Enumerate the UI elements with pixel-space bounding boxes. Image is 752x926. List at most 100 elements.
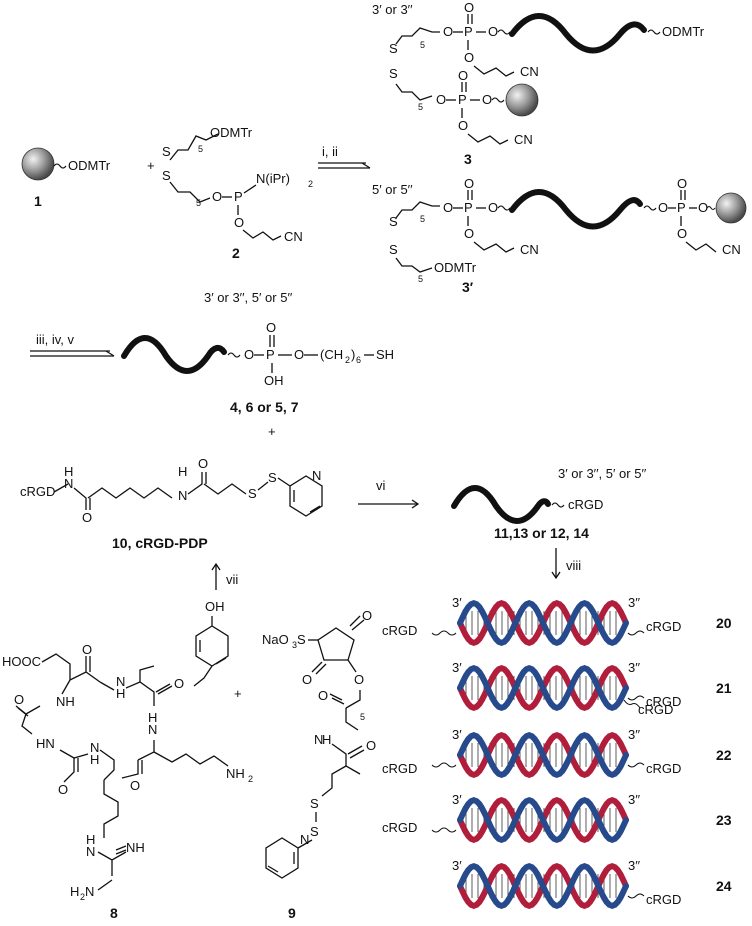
compound-10: cRGD H N O H N O S S N 10, cRGD-PDP <box>20 456 323 551</box>
compound-3-label: 3 <box>464 151 472 167</box>
duplex-3doubleprime-label: 3′′ <box>628 660 641 675</box>
reagents-step-4: vii <box>226 572 238 587</box>
oligo-strand <box>509 189 643 230</box>
chain-count: 5 <box>360 712 365 722</box>
hydroxyl-label: OH <box>205 599 225 614</box>
hydroxyl-label: OH <box>264 373 284 388</box>
methylene-label: (CH <box>320 347 343 362</box>
phosphorus-atom: P <box>677 200 686 215</box>
sulfur-atom: S <box>389 242 398 257</box>
sulfur-atom: S <box>268 470 277 485</box>
chain-count: 5 <box>196 198 201 208</box>
nitrogen-atom: N <box>86 844 95 859</box>
oxygen-atom: O <box>58 782 68 797</box>
reagents-step-5: viii <box>566 558 581 573</box>
sulfonate-label: NaO <box>262 632 289 647</box>
oxygen-atom: O <box>82 510 92 525</box>
nitrile-label: CN <box>520 64 539 79</box>
sulfur-atom: S <box>297 632 306 647</box>
duplex-3prime-label: 3′ <box>452 792 462 807</box>
crgd-label: cRGD <box>568 497 603 512</box>
odmtr-label: ODMTr <box>68 158 111 173</box>
compound-9: NaO 3 S O O O O 5 H N O S S N 9 <box>262 608 376 921</box>
duplex-strand-blue <box>457 665 629 711</box>
phosphorus-atom: P <box>266 347 275 362</box>
oxygen-atom: O <box>82 642 92 657</box>
nitrile-label: CN <box>520 242 539 257</box>
duplex-3prime-label: 3′ <box>452 727 462 742</box>
solid-support-bead <box>21 147 55 181</box>
nitrogen-atom: N <box>178 488 187 503</box>
oxygen-atom: O <box>464 226 474 241</box>
crgd-label: cRGD <box>646 892 681 907</box>
chain-count: 5 <box>420 40 425 50</box>
subscript: 2 <box>248 774 253 784</box>
solid-support-bead <box>505 83 539 117</box>
sulfur-atom: S <box>389 41 398 56</box>
oxygen-atom: O <box>458 68 468 83</box>
phosphorus-atom: P <box>458 92 467 107</box>
oxygen-atom: O <box>212 189 222 204</box>
compound-4-5-6-7-label: 4, 6 or 5, 7 <box>230 399 299 415</box>
oxygen-atom: O <box>198 456 208 471</box>
chain-count: 5 <box>418 274 423 284</box>
subscript: 6 <box>356 355 361 365</box>
linker <box>431 762 457 768</box>
plus-sign: + <box>147 158 155 173</box>
compound-3-prime-label: 3′ <box>462 279 474 295</box>
chain-count: 5 <box>420 214 425 224</box>
linker <box>627 630 645 636</box>
crgd-label: cRGD <box>382 761 417 776</box>
oxygen-atom: O <box>482 92 492 107</box>
duplex-21-label: 21 <box>716 680 732 696</box>
linker <box>431 630 457 636</box>
hydrogen-atom: H <box>148 710 157 725</box>
duplex-3doubleprime-label: 3′′ <box>628 792 641 807</box>
oxygen-atom: O <box>458 118 468 133</box>
nitrile-label: CN <box>284 229 303 244</box>
nitrogen-atom: N <box>148 722 157 737</box>
oxygen-atom: O <box>464 50 474 65</box>
crgd-label: cRGD <box>646 694 681 709</box>
duplex-22-label: 22 <box>716 747 732 763</box>
oxygen-atom: O <box>366 738 376 753</box>
linker <box>623 699 641 709</box>
svg-text:3: 3 <box>292 640 297 650</box>
sulfur-atom: S <box>310 796 319 811</box>
arrow-step-1: i, ii <box>318 144 371 169</box>
crgd-label: cRGD <box>382 820 417 835</box>
compound-4-5-6-7: 3′ or 3′′, 5′ or 5′′ O P O OH O (CH 2 ) … <box>121 290 394 415</box>
oxygen-atom: O <box>130 778 140 793</box>
imine-label: NH <box>126 840 145 855</box>
arrow-step-4: vii <box>211 562 238 590</box>
amine-label: NH <box>226 766 245 781</box>
compound-1: ODMTr 1 <box>21 147 111 209</box>
svg-text:): ) <box>351 347 355 362</box>
compound-2: S S ODMTr 5 5 O P N(iPr) 2 O CN 2 <box>162 125 313 261</box>
nitrogen-atom: N <box>312 468 321 483</box>
oxygen-atom: O <box>234 215 244 230</box>
duplex-3prime-label: 3′ <box>452 858 462 873</box>
phosphorus-atom: P <box>464 24 473 39</box>
duplex-3prime-label: 3′ <box>452 660 462 675</box>
oxygen-atom: O <box>318 688 328 703</box>
diisopropylamino-label: N(iPr) <box>256 171 290 186</box>
nitrogen-atom: N <box>90 740 99 755</box>
amine-label: HN <box>36 736 55 751</box>
duplex-24-label: 24 <box>716 878 732 894</box>
oxygen-atom: O <box>464 176 474 191</box>
position-label: 3′ or 3′′, 5′ or 5′′ <box>558 466 647 481</box>
nitrogen-atom: N <box>300 832 309 847</box>
odmtr-label: ODMTr <box>662 24 705 39</box>
pyridine-ring <box>265 837 299 879</box>
position-label: 5′ or 5′′ <box>372 182 413 197</box>
oligo-strand <box>121 335 227 374</box>
oxygen-atom: O <box>698 200 708 215</box>
compound-3: 3′ or 3′′ S S 5 O P O O ODMTr O CN 5 O P… <box>372 0 705 167</box>
plus-sign: + <box>234 686 242 701</box>
solid-support-bead <box>715 192 747 224</box>
compound-8: OH HOOC O NH H N O H N NH 2 O O HN H N O… <box>2 599 253 921</box>
phosphorus-atom: P <box>234 189 243 204</box>
duplex-3prime-label: 3′ <box>452 595 462 610</box>
